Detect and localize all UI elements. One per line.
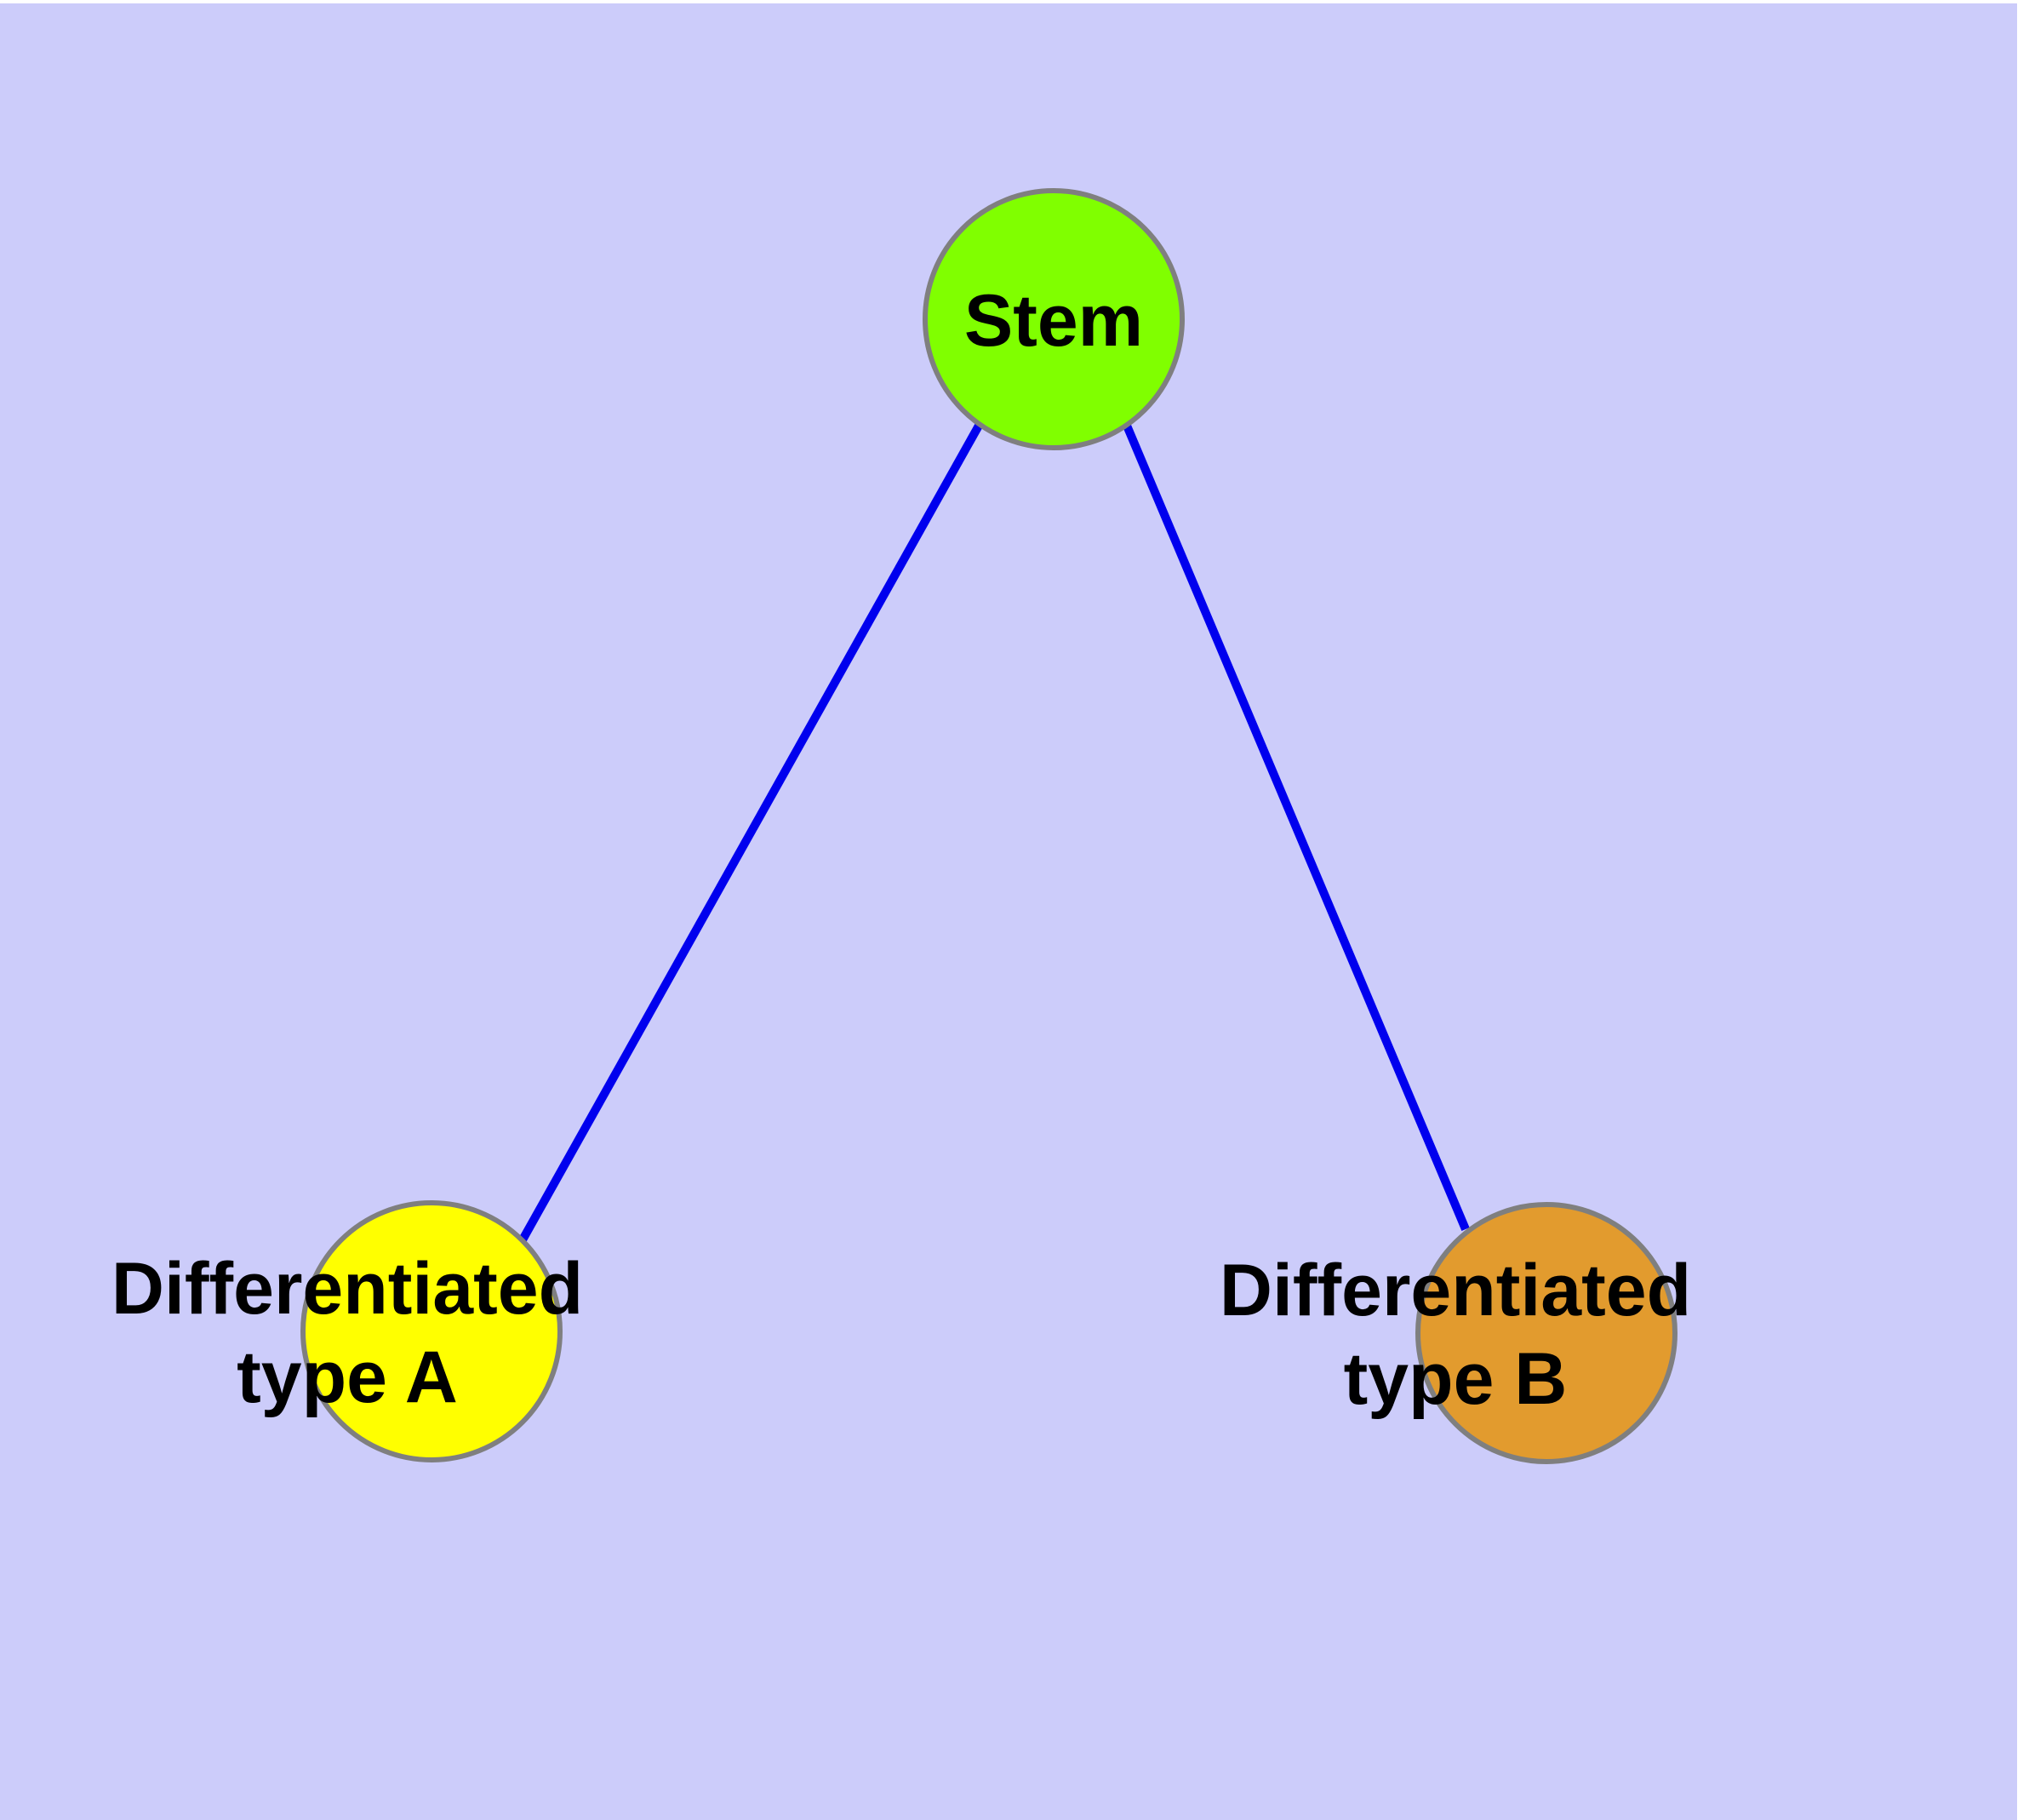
node-stem-label: Stem bbox=[964, 280, 1143, 362]
node-stem[interactable]: Stem bbox=[923, 188, 1185, 450]
node-stem-circle[interactable] bbox=[923, 188, 1185, 450]
node-differentiated-type-b-circle[interactable] bbox=[1415, 1202, 1677, 1464]
edge-stem-to-differentiated-type-b[interactable] bbox=[1123, 424, 1470, 1231]
edge-layer bbox=[517, 423, 1470, 1245]
node-differentiated-type-a-circle[interactable] bbox=[300, 1200, 563, 1462]
edge-stem-to-differentiated-type-a[interactable] bbox=[517, 423, 983, 1245]
